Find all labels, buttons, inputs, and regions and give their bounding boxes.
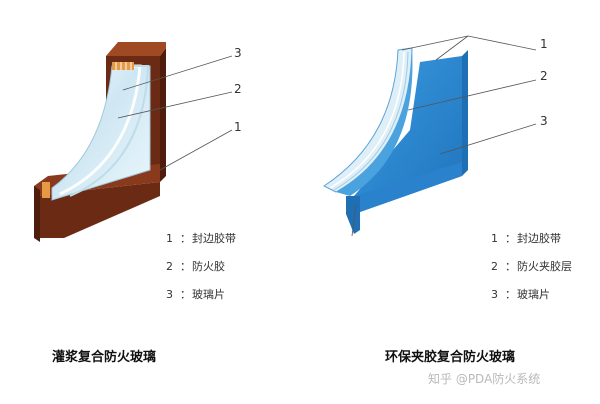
right-leader-1c [467,35,537,51]
right-leader-1b [435,35,469,61]
watermark: 知乎 @PDA防火系统 [428,372,541,386]
right-callout-2: 2 [540,69,548,83]
right-legend-num: 3 [491,288,498,301]
left-tape-bottom [42,182,50,198]
right-legend-text: 玻璃片 [517,288,550,301]
right-legend-num: 2 [491,260,498,273]
right-caption: 环保夹胶复合防火玻璃 [385,350,516,365]
left-caption: 灌浆复合防火玻璃 [52,350,157,365]
right-legend-text: 封边胶带 [517,232,561,245]
legend-colon: ： [505,288,516,301]
left-frame-top [106,42,166,56]
right-leader-3a [439,123,537,155]
right-blue-side [462,50,468,176]
right-leaders [351,35,537,237]
right-legend-row-3: 3 ：玻璃片 [491,288,572,316]
right-leader-1a [401,35,469,51]
legend-colon: ： [505,260,516,273]
left-legend-num: 1 [166,232,173,245]
right-legend-text: 防火夹胶层 [517,260,572,273]
left-callout-2: 2 [234,82,242,96]
left-legend-text: 封边胶带 [192,232,236,245]
right-bottom-edge [354,162,462,212]
left-legend-num: 3 [166,288,173,301]
left-glass-layer-3 [69,65,150,197]
right-leader-3b [351,203,357,237]
left-callout-1: 1 [234,120,242,134]
left-leader-3 [122,55,233,91]
right-legend-num: 1 [491,232,498,245]
left-frame-right-side [160,48,166,182]
left-leader-2 [117,91,233,119]
right-bottom-tab [346,196,360,234]
legend-colon: ： [505,232,516,245]
left-legend-row-1: 1 ：封边胶带 [166,232,236,260]
right-glass-unit [323,47,468,234]
left-legend-row-2: 2 ：防火胶 [166,260,236,288]
left-legend-text: 玻璃片 [192,288,225,301]
left-callout-3: 3 [234,46,242,60]
right-legend-row-1: 1 ：封边胶带 [491,232,572,260]
left-legend-num: 2 [166,260,173,273]
right-layer-b [329,51,405,189]
left-glass-layer-2 [59,64,142,196]
left-glass-unit [34,42,166,242]
left-tape-top [112,62,134,70]
legend-colon: ： [180,232,191,245]
left-leaders [117,55,233,171]
right-layer-c [333,51,409,191]
left-glass-sheet [51,65,151,201]
legend-colon: ： [180,260,191,273]
right-leader-2 [407,79,537,111]
left-legend-text: 防火胶 [192,260,225,273]
right-callout-3: 3 [540,114,548,128]
left-legend: 1：封边胶带 2：防火胶 3：玻璃片 [166,232,236,316]
right-legend: 1：封边胶带 2：防火夹胶层 3：玻璃片 [491,232,572,316]
right-layer-d [336,48,413,196]
left-leader-1 [159,129,233,171]
left-frame-bottom-end [34,186,40,242]
right-callout-1: 1 [540,37,548,51]
left-legend-row-3: 3 ：玻璃片 [166,288,236,316]
legend-colon: ： [180,288,191,301]
right-legend-row-2: 2 ：防火夹胶层 [491,260,572,288]
